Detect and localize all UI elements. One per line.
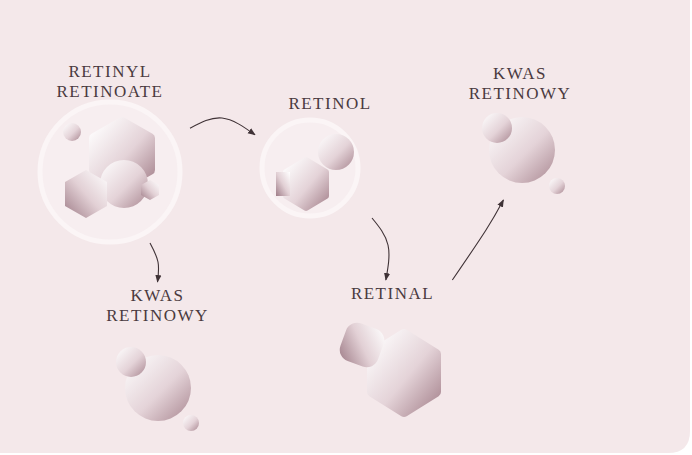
molecule-sphere (549, 178, 565, 194)
molecule-label: RETINYL RETINOATE (44, 62, 176, 102)
arrow-connector (190, 118, 255, 135)
molecule-label: KWAS RETINOWY (92, 286, 224, 326)
arrow-connector (452, 200, 503, 280)
arrow-connector (372, 218, 389, 280)
molecule-label: KWAS RETINOWY (454, 64, 586, 104)
molecule-hexagon (65, 170, 107, 218)
molecule-sphere (183, 415, 199, 431)
molecule-sphere (63, 123, 81, 141)
molecule-node: RETINAL (326, 280, 459, 415)
halo-circle (40, 102, 180, 242)
molecule-node: RETINYL RETINOATE (30, 58, 190, 243)
halo-circle (262, 120, 358, 216)
molecule-block (336, 319, 387, 370)
molecule-node: KWAS RETINOWY (88, 282, 228, 432)
molecule-label: RETINAL (327, 284, 459, 304)
molecule-sphere (100, 160, 148, 208)
molecule-hexagon (286, 160, 326, 208)
molecule-sphere (116, 347, 146, 377)
molecule-node: KWAS RETINOWY (451, 60, 589, 200)
molecule-sphere (318, 134, 354, 170)
molecule-node: RETINOL (255, 90, 405, 218)
molecule-label: RETINOL (264, 94, 396, 114)
arrow-connector (150, 243, 159, 282)
molecule-block (276, 172, 290, 196)
molecule-sphere (482, 113, 512, 143)
molecule-hexagon (141, 180, 159, 200)
